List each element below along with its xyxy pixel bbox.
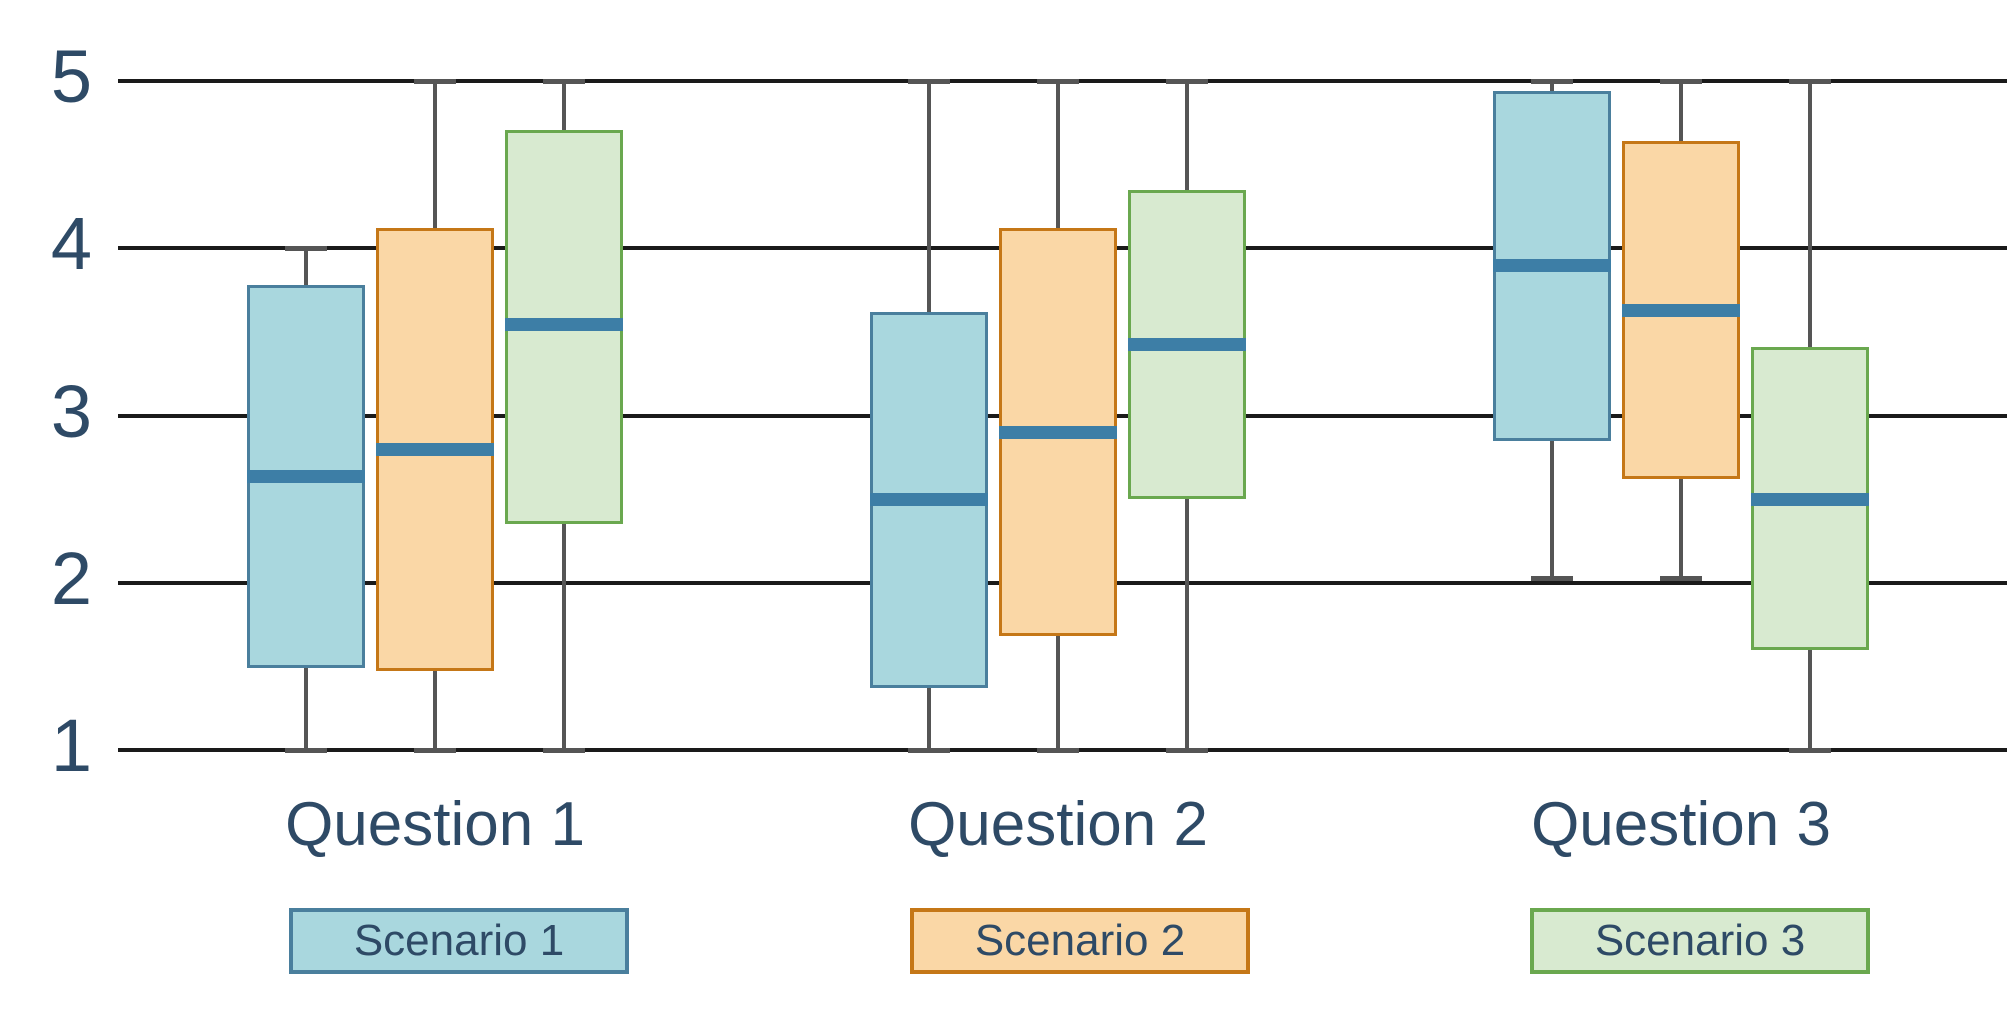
boxplot-question-3-scenario-1[interactable] [1493, 0, 1611, 790]
whisker-cap-lower [1166, 748, 1208, 753]
category-label-1: Question 1 [285, 790, 585, 859]
y-axis-tick-label: 2 [50, 536, 92, 620]
whisker-cap-lower [908, 748, 950, 753]
whisker-cap-lower [543, 748, 585, 753]
boxplot-question-3-scenario-2[interactable] [1622, 0, 1740, 790]
boxplot-question-3-scenario-3[interactable] [1751, 0, 1869, 790]
whisker-cap-upper [543, 79, 585, 84]
y-axis-tick-label: 1 [50, 704, 92, 787]
median-line [1751, 493, 1869, 507]
whisker-cap-upper [1789, 79, 1831, 84]
box-group-3 [1493, 0, 1869, 790]
median-line [1622, 304, 1740, 318]
median-line [376, 442, 494, 456]
whisker-cap-upper [285, 246, 327, 252]
boxplot-question-2-scenario-3[interactable] [1128, 0, 1246, 790]
legend-item-3[interactable]: Scenario 3 [1530, 908, 1870, 974]
boxplot-question-1-scenario-2[interactable] [376, 0, 494, 790]
median-line [1128, 337, 1246, 351]
box-group-2 [870, 0, 1246, 790]
whisker-cap-upper [908, 79, 950, 84]
whisker-cap-lower [1789, 748, 1831, 753]
y-axis-tick-label: 3 [50, 369, 92, 453]
median-line [247, 469, 365, 483]
median-line [870, 493, 988, 507]
boxplot-question-2-scenario-1[interactable] [870, 0, 988, 790]
whisker-cap-lower [1037, 748, 1079, 753]
whisker-cap-lower [1660, 575, 1702, 581]
boxplot-question-1-scenario-3[interactable] [505, 0, 623, 790]
whisker-cap-lower [414, 748, 456, 753]
median-line [999, 426, 1117, 440]
box-group-1 [247, 0, 623, 790]
median-line [1493, 258, 1611, 272]
whisker-cap-upper [414, 79, 456, 84]
y-axis-tick-label: 4 [50, 202, 92, 286]
whisker-cap-lower [285, 748, 327, 753]
whisker-cap-upper [1660, 79, 1702, 84]
whisker-cap-upper [1531, 79, 1573, 84]
legend: Scenario 1 Scenario 2 Scenario 3 [0, 908, 2007, 988]
whisker-cap-lower [1531, 575, 1573, 581]
boxplot-question-2-scenario-2[interactable] [999, 0, 1117, 790]
category-label-3: Question 3 [1531, 790, 1831, 859]
y-axis-tick-label: 5 [50, 35, 92, 118]
whisker-cap-upper [1037, 79, 1079, 84]
median-line [505, 317, 623, 331]
boxplot-question-1-scenario-1[interactable] [247, 0, 365, 790]
category-label-2: Question 2 [908, 790, 1208, 859]
legend-item-2[interactable]: Scenario 2 [910, 908, 1250, 974]
whisker-cap-upper [1166, 79, 1208, 84]
plot-area [247, 0, 1869, 790]
legend-item-1[interactable]: Scenario 1 [289, 908, 629, 974]
